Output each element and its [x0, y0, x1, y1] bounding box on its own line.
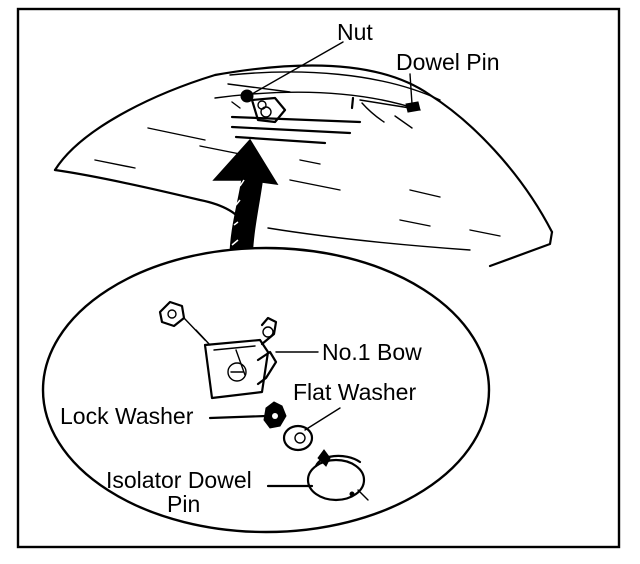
bow-bar-assembly	[227, 83, 362, 145]
detail-ellipse	[41, 246, 491, 534]
label-isolator-line1: Isolator Dowel	[106, 467, 252, 493]
detail-isolator	[306, 449, 369, 502]
label-flat-washer: Flat Washer	[293, 379, 416, 405]
leader-flat-washer	[304, 407, 341, 431]
leader-nut	[251, 41, 344, 95]
label-dowel-pin: Dowel Pin	[396, 49, 500, 75]
label-lock-washer: Lock Washer	[60, 403, 194, 429]
label-nut: Nut	[337, 19, 373, 45]
detail-bow-bracket	[195, 316, 278, 400]
roof-panel	[53, 64, 554, 268]
detail-lock-washer	[263, 401, 287, 429]
leader-dowel-pin	[409, 73, 413, 105]
detail-flat-washer	[282, 424, 314, 452]
leader-lock-washer	[208, 414, 268, 420]
label-isolator-line2: Pin	[167, 491, 200, 517]
dowel-pin-part	[350, 96, 421, 129]
label-no1-bow: No.1 Bow	[322, 339, 422, 365]
